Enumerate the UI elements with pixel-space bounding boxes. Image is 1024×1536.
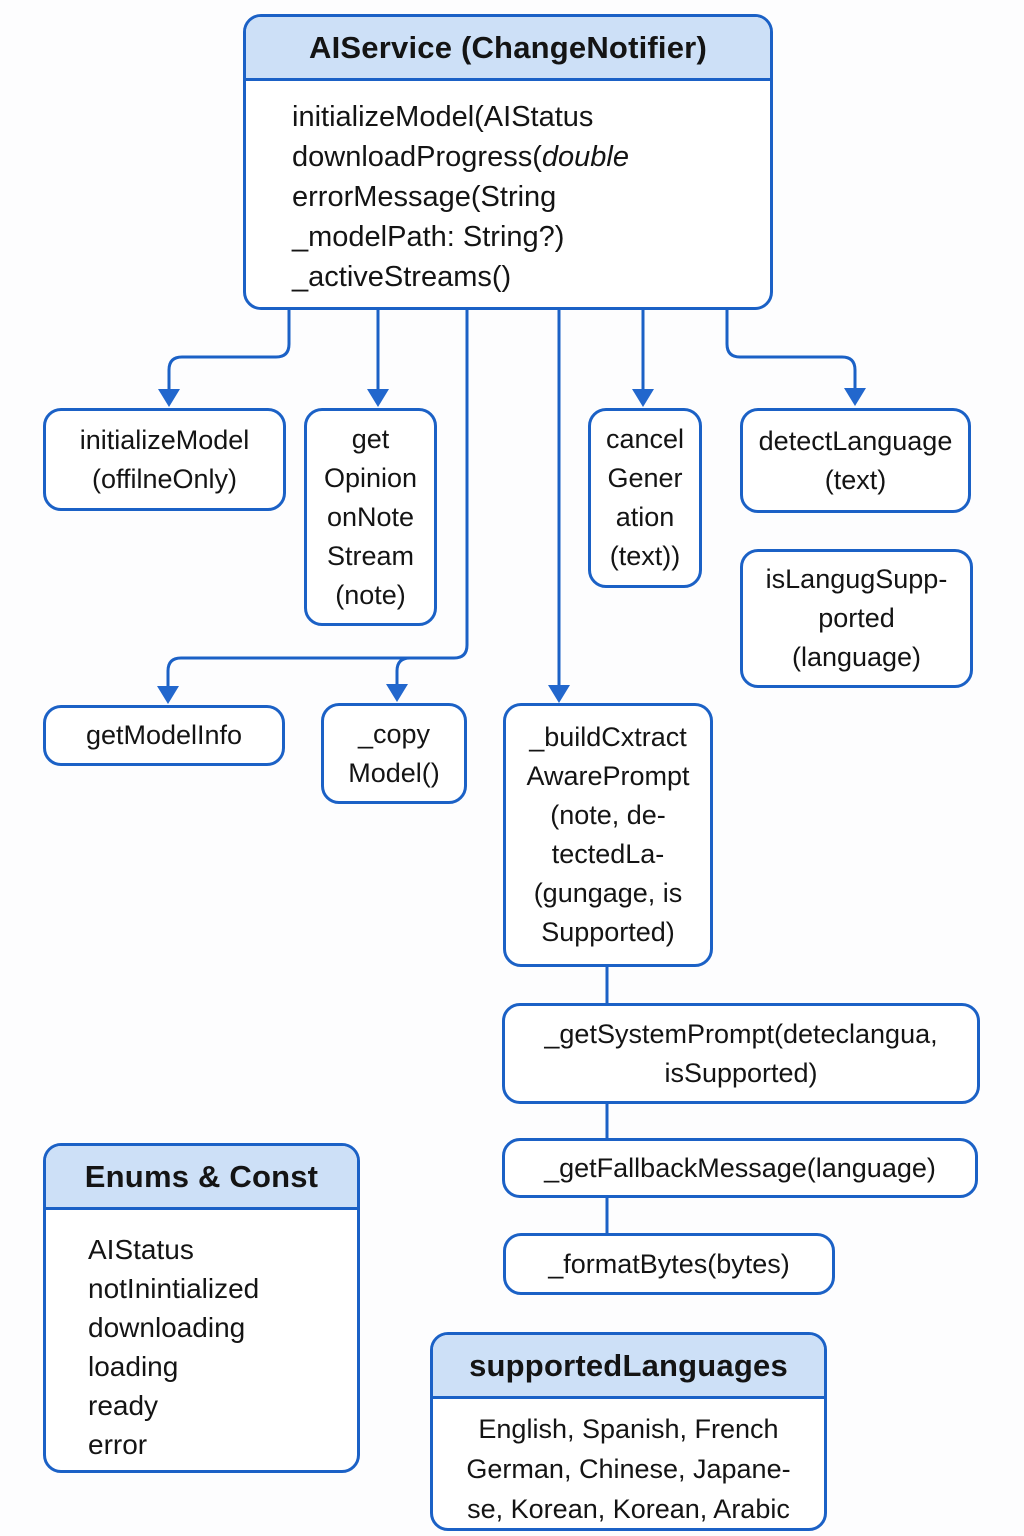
supported-languages-title: supportedLanguages — [469, 1347, 788, 1383]
enums-const-body: AIStatus notInintialized downloading loa… — [88, 1234, 260, 1460]
connector-main-to-initialize-model — [167, 310, 291, 391]
node-detect-language: detectLanguage (text) — [740, 408, 971, 513]
connector-main-to-get-model-info — [166, 310, 469, 687]
node-get-system-prompt: _getSystemPrompt(deteclangua, isSupporte… — [502, 1003, 980, 1104]
node-build-context-prompt: _buildCxtract AwarePrompt (note, de- tec… — [503, 703, 713, 967]
enums-const-title: Enums & Const — [84, 1158, 319, 1194]
node-copy-model: _copy Model() — [321, 703, 467, 804]
node-cancel-generation: cancel Gener ation (text)) — [588, 408, 702, 588]
italic-type: double — [541, 141, 629, 173]
arrowhead-get-model-info — [157, 686, 179, 704]
arrowhead-initialize-model — [158, 389, 180, 407]
member-line: _modelPath: String?) — [292, 221, 565, 253]
arrowhead-build-prompt — [548, 685, 570, 703]
enums-const-box: Enums & Const AIStatus notInintialized d… — [43, 1143, 360, 1473]
node-format-bytes: _formatBytes(bytes) — [503, 1233, 835, 1295]
enums-const-header: Enums & Const — [46, 1146, 357, 1210]
supported-languages-body: English, Spanish, French German, Chinese… — [466, 1414, 791, 1524]
arrowhead-detect-language — [844, 388, 866, 406]
node-get-opinion-stream: get Opinion onNote Stream (note) — [304, 408, 437, 626]
member-line: errorMessage(String — [292, 181, 557, 213]
supported-languages-header: supportedLanguages — [433, 1335, 824, 1399]
main-class-title: AIService (ChangeNotifier) — [309, 29, 707, 65]
connector-branch-to-copy-model — [395, 656, 411, 685]
arrowhead-cancel-generation — [632, 389, 654, 407]
member-line: initializeModel(AIStatus — [292, 101, 594, 133]
node-get-model-info: getModelInfo — [43, 705, 285, 766]
node-is-language-supported: isLangugSupp- ported (language) — [740, 549, 973, 688]
connector-main-to-detect-language — [725, 310, 857, 389]
member-line: downloadProgress(double — [292, 141, 629, 173]
main-class-box: AIService (ChangeNotifier) initializeMod… — [243, 14, 773, 310]
arrowhead-copy-model — [386, 684, 408, 702]
member-line: _activeStreams() — [292, 261, 512, 293]
node-initialize-model: initializeModel (offilneOnly) — [43, 408, 286, 511]
main-class-body: initializeModel(AIStatus downloadProgres… — [246, 81, 770, 297]
main-class-header: AIService (ChangeNotifier) — [246, 17, 770, 81]
node-get-fallback-message: _getFallbackMessage(language) — [502, 1138, 978, 1198]
supported-languages-box: supportedLanguages English, Spanish, Fre… — [430, 1332, 827, 1531]
arrowhead-get-opinion — [367, 389, 389, 407]
